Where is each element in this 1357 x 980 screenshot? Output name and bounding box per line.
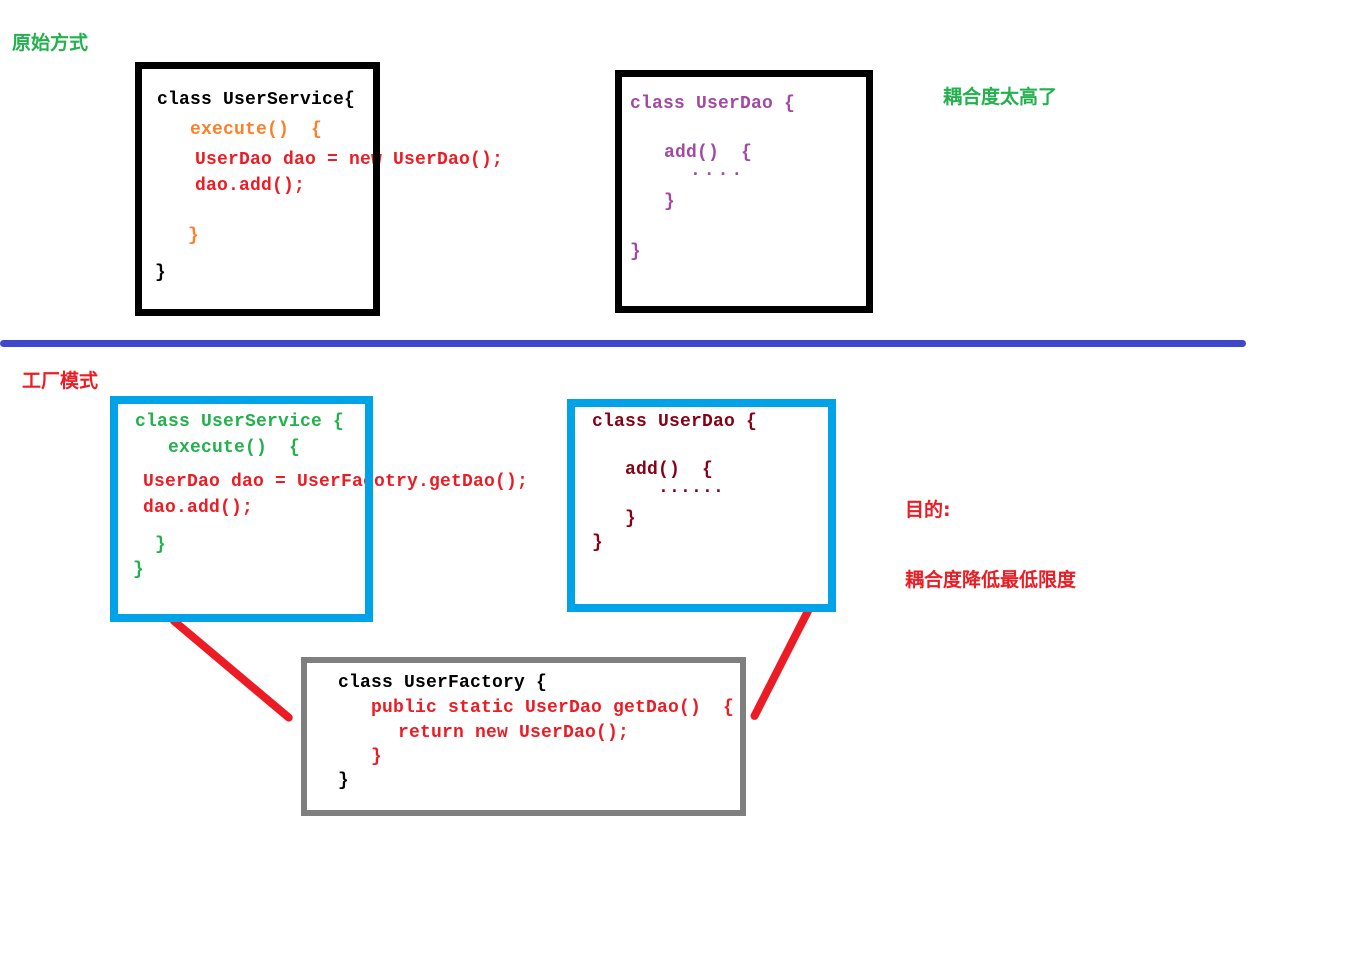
box-border xyxy=(567,399,836,612)
code-line: execute() { xyxy=(190,120,323,140)
section-label-original: 原始方式 xyxy=(12,32,89,54)
section-label-factory: 工厂模式 xyxy=(22,370,99,392)
code-line: .... xyxy=(690,161,746,181)
code-line: } xyxy=(625,509,637,529)
code-line: } xyxy=(371,747,383,767)
annotation-purpose: 目的: 耦合度降低最低限度 xyxy=(905,453,1076,637)
code-box-factory-user-service: class UserService { execute() { UserDao … xyxy=(110,396,528,622)
code-line: dao.add(); xyxy=(195,176,306,196)
code-line: class UserDao { xyxy=(630,94,796,114)
code-line: } xyxy=(630,242,642,262)
code-line: ...... xyxy=(658,478,725,498)
code-line: } xyxy=(155,263,167,283)
code-line: execute() { xyxy=(168,438,301,458)
code-line: } xyxy=(188,226,200,246)
annotation-coupling-high: 耦合度太高了 xyxy=(943,86,1058,108)
code-line: } xyxy=(664,192,676,212)
box-border xyxy=(135,62,380,316)
code-line: add() { xyxy=(625,460,714,480)
connector-line-dao-to-factory xyxy=(749,603,815,722)
box-border xyxy=(301,657,746,816)
connector-line-service-to-factory xyxy=(168,615,295,724)
code-line: public static UserDao getDao() { xyxy=(371,698,735,718)
box-border xyxy=(110,396,373,622)
purpose-text: 耦合度降低最低限度 xyxy=(905,569,1077,591)
code-line: } xyxy=(155,535,167,555)
code-line: class UserService { xyxy=(135,412,345,432)
code-box-factory-user-dao: class UserDao { add() { ...... } } xyxy=(567,399,836,612)
code-box-user-factory: class UserFactory { public static UserDa… xyxy=(301,657,746,816)
code-line: } xyxy=(338,771,350,791)
code-line: UserDao dao = UserFacotry.getDao(); xyxy=(143,472,529,492)
code-line: class UserFactory { xyxy=(338,673,548,693)
code-line: add() { xyxy=(664,143,753,163)
purpose-title: 目的: xyxy=(905,499,951,521)
section-divider xyxy=(0,340,1246,347)
code-line: } xyxy=(133,560,145,580)
code-line: class UserDao { xyxy=(592,412,758,432)
code-line: return new UserDao(); xyxy=(398,723,630,743)
code-line: class UserService{ xyxy=(157,90,356,110)
code-box-original-user-service: class UserService{ execute() { UserDao d… xyxy=(135,62,503,316)
code-line: } xyxy=(592,533,604,553)
code-box-original-user-dao: class UserDao { add() { .... } } xyxy=(615,70,873,313)
box-border xyxy=(615,70,873,313)
code-line: dao.add(); xyxy=(143,498,254,518)
